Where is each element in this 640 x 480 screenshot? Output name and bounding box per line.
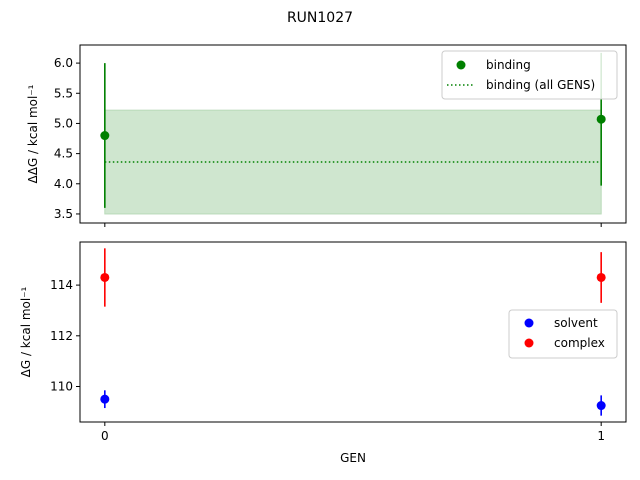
- top-y-tick-label-6.0: 6.0: [54, 56, 73, 70]
- x-tick-label-0: 0: [101, 429, 109, 443]
- top-y-tick-label-5.0: 5.0: [54, 116, 73, 130]
- top-x-ticks: [104, 223, 602, 227]
- bottom-y-tick-label-112: 112: [50, 329, 73, 343]
- legend-label-binding: binding: [486, 58, 531, 72]
- bottom-legend-frame: [508, 309, 618, 359]
- legend-label-binding-all-gens: binding (all GENS): [486, 78, 595, 92]
- x-axis-label: GEN: [340, 451, 366, 465]
- top-y-tick-label-4.5: 4.5: [54, 147, 73, 161]
- bottom-y-tick-label-114: 114: [50, 278, 73, 292]
- top-points-layer: [100, 114, 606, 141]
- legend-label-solvent: solvent: [554, 316, 598, 330]
- complex-point-gen-1: [596, 272, 606, 282]
- binding-point-gen-1: [596, 114, 606, 124]
- complex-point-gen-0: [100, 272, 110, 282]
- legend-marker-solvent: [524, 318, 534, 328]
- bottom-y-tick-label-110: 110: [50, 380, 73, 394]
- bottom-y-axis-label: ΔG / kcal mol⁻¹: [19, 286, 33, 377]
- bottom-points-layer: [100, 272, 606, 411]
- legend-marker-binding: [456, 60, 466, 70]
- bottom-y-ticks: 110 112 114: [50, 278, 80, 394]
- top-y-tick-label-5.5: 5.5: [54, 86, 73, 100]
- top-legend-frame: [441, 50, 618, 100]
- solvent-point-gen-0: [100, 394, 110, 404]
- chart-title: RUN1027: [287, 10, 353, 26]
- top-axes-frame: [79, 44, 627, 224]
- legend-marker-complex: [524, 338, 534, 348]
- top-legend: binding binding (all GENS): [441, 50, 618, 100]
- binding-point-gen-0: [100, 131, 110, 141]
- top-y-axis-label: ΔΔG / kcal mol⁻¹: [26, 84, 40, 183]
- bottom-legend: solvent complex: [508, 309, 618, 359]
- x-tick-label-1: 1: [597, 429, 605, 443]
- solvent-point-gen-1: [596, 401, 606, 411]
- bottom-axes-frame: [79, 241, 627, 423]
- top-axes: 3.5 4.0 4.5 5.0 5.5 6.0 ΔΔG / kcal mol⁻¹ bind…: [26, 44, 627, 227]
- top-y-tick-label-3.5: 3.5: [54, 207, 73, 221]
- top-y-tick-label-4.0: 4.0: [54, 177, 73, 191]
- legend-label-complex: complex: [554, 336, 605, 350]
- top-y-ticks: 3.5 4.0 4.5 5.0 5.5 6.0: [54, 56, 80, 221]
